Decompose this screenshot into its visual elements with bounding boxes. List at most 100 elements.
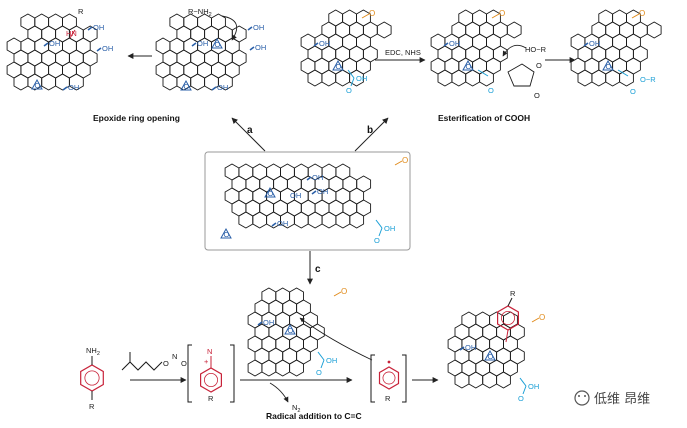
r-label: R xyxy=(208,394,214,403)
bracket-right xyxy=(230,344,235,403)
cooh-o: O xyxy=(518,394,524,403)
cooh-bond xyxy=(317,351,325,361)
epoxide-mark xyxy=(602,59,614,71)
oh-bond xyxy=(249,46,255,51)
diazo-plus: + xyxy=(204,357,209,366)
amine-attack-arrow xyxy=(221,15,238,41)
nitrite-o2: O xyxy=(181,359,187,368)
graphene-nhs-ester xyxy=(430,9,522,87)
hydroxyl-label: OH xyxy=(317,187,328,196)
alkyl-chain xyxy=(121,361,163,371)
ester-o: O xyxy=(630,87,636,96)
succinimide-o1: O xyxy=(536,61,542,70)
hex-ring xyxy=(465,69,481,87)
oh-bond xyxy=(96,47,102,52)
hex-ring xyxy=(591,69,607,87)
oh-bond xyxy=(306,176,312,181)
r-bond xyxy=(507,297,513,307)
epoxide-o: O xyxy=(268,189,274,198)
oh-bond xyxy=(62,86,68,91)
alcohol-reagent: HO−R xyxy=(525,45,547,54)
caption-esterification: Esterification of COOH xyxy=(438,113,530,123)
cooh-o: O xyxy=(346,86,352,95)
aromatic-circle xyxy=(84,370,100,386)
nitrite-o1: O xyxy=(163,359,169,368)
bracket-right xyxy=(402,354,407,403)
hex-ring xyxy=(577,69,593,87)
cooh-o: O xyxy=(374,236,380,245)
amine-reagent: R−NH2 xyxy=(188,7,212,18)
n2-label: N2 xyxy=(292,403,300,414)
isoamyl-nitrite-molecule: ONO xyxy=(121,352,187,371)
hex-ring xyxy=(335,211,351,229)
diazonium-molecule: N+R xyxy=(187,344,235,403)
radical-ring xyxy=(378,366,400,390)
arrow-a xyxy=(231,117,266,152)
cooh-bond xyxy=(347,69,355,79)
graphene-amine-attack xyxy=(155,13,247,91)
hydroxyl-label: OH xyxy=(93,23,104,32)
functional-group-annotations: OOHOHOHOOOOHOHOHOHOHOHOHNROHOHOHOHOOOOOH… xyxy=(31,7,656,403)
epoxide-o: O xyxy=(224,230,230,239)
amine-bond xyxy=(69,29,76,39)
hydroxyl-label: OH xyxy=(277,219,288,228)
cooh-co xyxy=(522,385,527,395)
r-label: R xyxy=(89,402,95,411)
aromatic-circle xyxy=(382,371,396,385)
ketone-o: O xyxy=(639,9,645,18)
ketone-o: O xyxy=(499,9,505,18)
r-label: R xyxy=(510,289,516,298)
ketone-o: O xyxy=(539,313,545,322)
ketone-bond xyxy=(333,291,342,297)
oh-bond xyxy=(247,26,253,31)
epoxide-o: O xyxy=(184,82,190,91)
graphene-cooh xyxy=(300,9,392,87)
step-label-c: c xyxy=(315,264,321,275)
hydroxyl-label: OH xyxy=(68,83,79,92)
cooh-o: O xyxy=(316,368,322,377)
hex-ring xyxy=(293,211,309,229)
hydroxyl-label: OH xyxy=(319,39,330,48)
ester-bond xyxy=(477,69,489,77)
oh-bond xyxy=(443,42,449,47)
epoxide-o: O xyxy=(606,62,612,71)
watermark-icon xyxy=(574,390,590,406)
hex-ring xyxy=(496,371,511,389)
hex-ring xyxy=(349,211,365,229)
hydroxyl-label: OH xyxy=(255,43,266,52)
hex-ring xyxy=(307,69,323,87)
epoxide-o: O xyxy=(336,62,342,71)
n2-release-arrow xyxy=(269,382,289,403)
hydroxyl-label: OH xyxy=(312,173,323,182)
succinimide-o2: O xyxy=(534,91,540,100)
epoxide-o: O xyxy=(215,40,221,49)
aryl-radical-molecule: R xyxy=(299,317,407,403)
hex-ring xyxy=(646,21,662,39)
central-graphene-oxide xyxy=(224,163,372,229)
nhs-ester-group: OOO xyxy=(477,61,542,100)
epoxide-mark xyxy=(31,78,43,90)
epoxide-mark xyxy=(332,59,344,71)
succinimide-ring xyxy=(507,63,535,87)
cooh-bond xyxy=(375,219,383,229)
aniline-ring xyxy=(80,364,104,392)
hex-ring xyxy=(190,73,206,91)
oh-bond xyxy=(271,222,277,227)
hex-ring xyxy=(217,73,233,91)
hydroxyl-label: OH xyxy=(290,191,301,200)
epoxide-o: O xyxy=(35,81,41,90)
hex-ring xyxy=(454,371,470,389)
hex-ring xyxy=(335,69,351,87)
diazonium-ring xyxy=(200,367,222,393)
aromatic-circle xyxy=(203,372,218,387)
hex-ring xyxy=(275,359,291,377)
oh-bond xyxy=(87,26,93,31)
cooh-oh: OH xyxy=(326,356,337,365)
hex-ring xyxy=(162,73,178,91)
graphene-aryl-grafted xyxy=(447,311,525,389)
ketone-bond xyxy=(631,13,640,19)
radical-dot xyxy=(387,360,391,364)
oh-bond xyxy=(583,42,589,47)
alcohol-attack-arrow xyxy=(502,44,527,57)
